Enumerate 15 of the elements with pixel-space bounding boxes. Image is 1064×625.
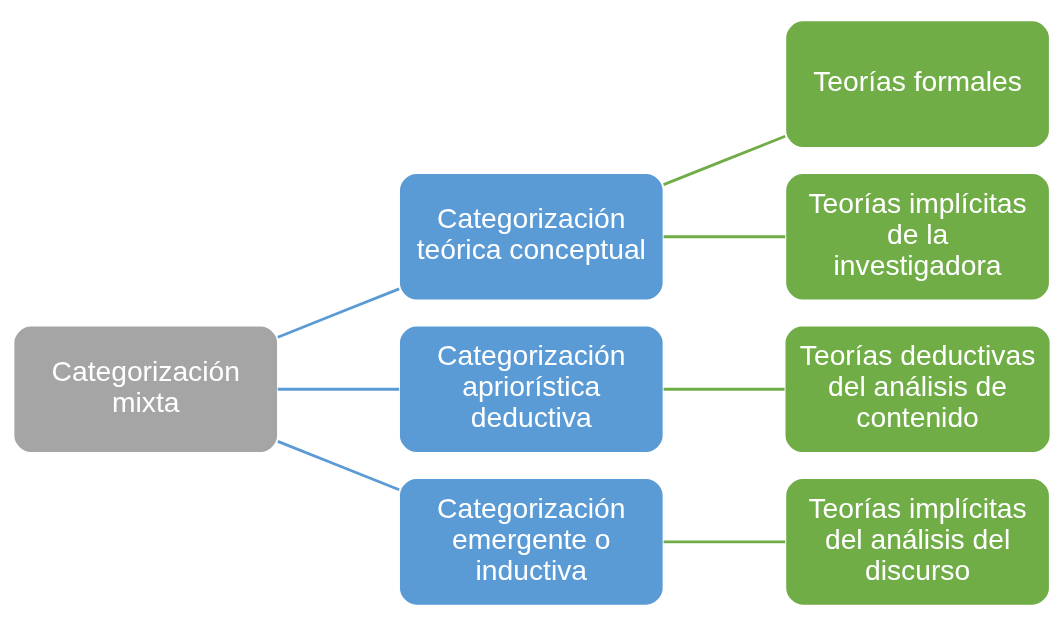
node-box: Categorización emergente o inductiva	[398, 477, 665, 606]
node-box: Teorías formales	[784, 19, 1051, 148]
connector	[277, 287, 400, 338]
connector	[663, 539, 786, 543]
node-box: Categorización apriorística deductiva	[398, 324, 665, 454]
connector	[277, 439, 400, 491]
connector	[663, 134, 786, 186]
connector	[663, 387, 785, 391]
node-box: Teorías implícitas del análisis del discurso	[784, 477, 1051, 606]
node-box: Teorías implícitas de la investigadora	[784, 171, 1051, 301]
connector	[277, 387, 400, 391]
node-box: Categorización teórica conceptual	[398, 171, 665, 301]
connector	[663, 234, 786, 238]
node-box: Teorías deductivas del análisis de contenido	[784, 324, 1052, 454]
node-box: Categorización mixta	[12, 324, 279, 454]
